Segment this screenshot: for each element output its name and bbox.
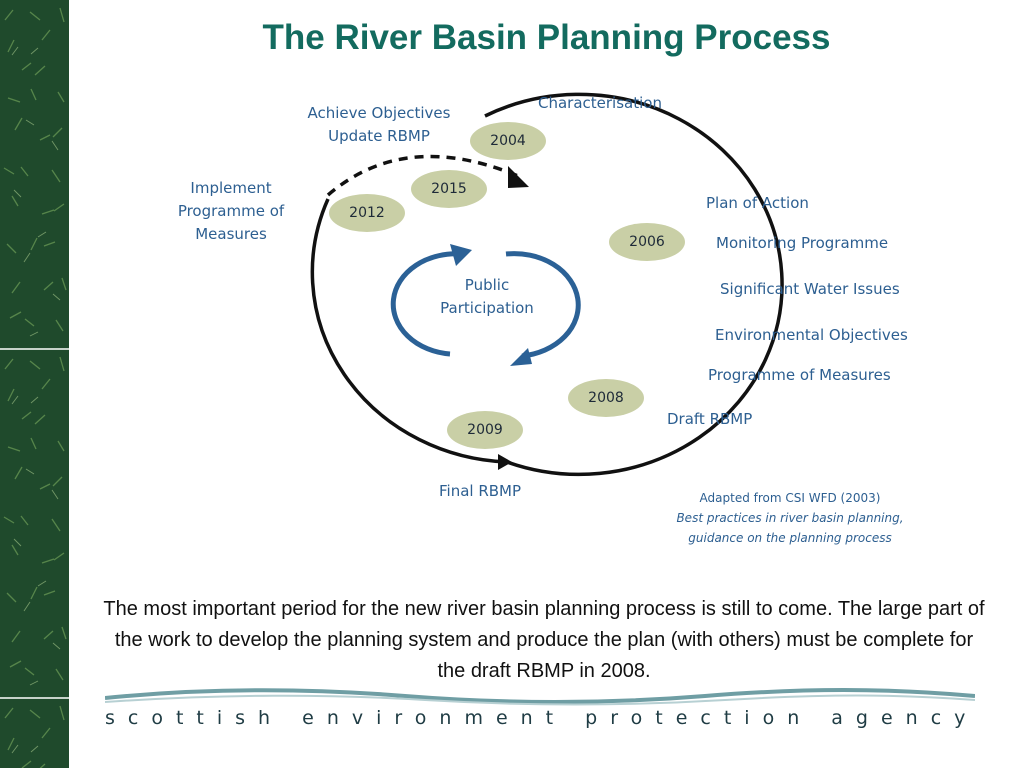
- ring-arrowhead-bottom: [498, 454, 512, 470]
- planning-cycle-diagram: 2004 2015 2012 2006 2008 2009 Public Par…: [150, 84, 950, 554]
- decorative-grass-sidebar: [0, 0, 69, 768]
- participation-arrow-left: [390, 251, 463, 357]
- year-pill-2008: 2008: [568, 379, 644, 417]
- cycle-ring: [310, 92, 784, 477]
- participation-arrow-right: [505, 251, 581, 359]
- programme-of-measures-label: Programme of Measures: [708, 366, 891, 384]
- draft-rbmp-label: Draft RBMP: [667, 410, 753, 428]
- characterisation-label: Characterisation: [538, 94, 662, 112]
- monitoring-programme-label: Monitoring Programme: [716, 234, 889, 252]
- footer-wave-graphic: [105, 688, 975, 706]
- dashed-return-arc: [326, 154, 519, 197]
- agency-name: scottish environment protection agency: [105, 707, 979, 729]
- cycle-graphic: [310, 92, 784, 477]
- slide-title: The River Basin Planning Process: [262, 18, 831, 57]
- source-citation: Adapted from CSI WFD (2003) Best practic…: [676, 491, 904, 545]
- environmental-objectives-label: Environmental Objectives: [715, 326, 908, 344]
- year-pill-2006: 2006: [609, 223, 685, 261]
- ring-arrowhead-top: [508, 166, 529, 188]
- significant-water-issues-label: Significant Water Issues: [720, 280, 900, 298]
- final-rbmp-label: Final RBMP: [439, 482, 522, 500]
- public-participation-label: Public Participation: [440, 276, 534, 317]
- year-pill-2012: 2012: [329, 194, 405, 232]
- year-pill-2009: 2009: [447, 411, 523, 449]
- achieve-objectives-label: Achieve Objectives Update RBMP: [307, 104, 451, 145]
- year-pill-2004: 2004: [470, 122, 546, 160]
- body-paragraph: The most important period for the new ri…: [103, 598, 985, 680]
- year-pill-2015: 2015: [411, 170, 487, 208]
- implement-measures-label: Implement Programme of Measures: [177, 179, 285, 243]
- plan-of-action-label: Plan of Action: [706, 194, 809, 212]
